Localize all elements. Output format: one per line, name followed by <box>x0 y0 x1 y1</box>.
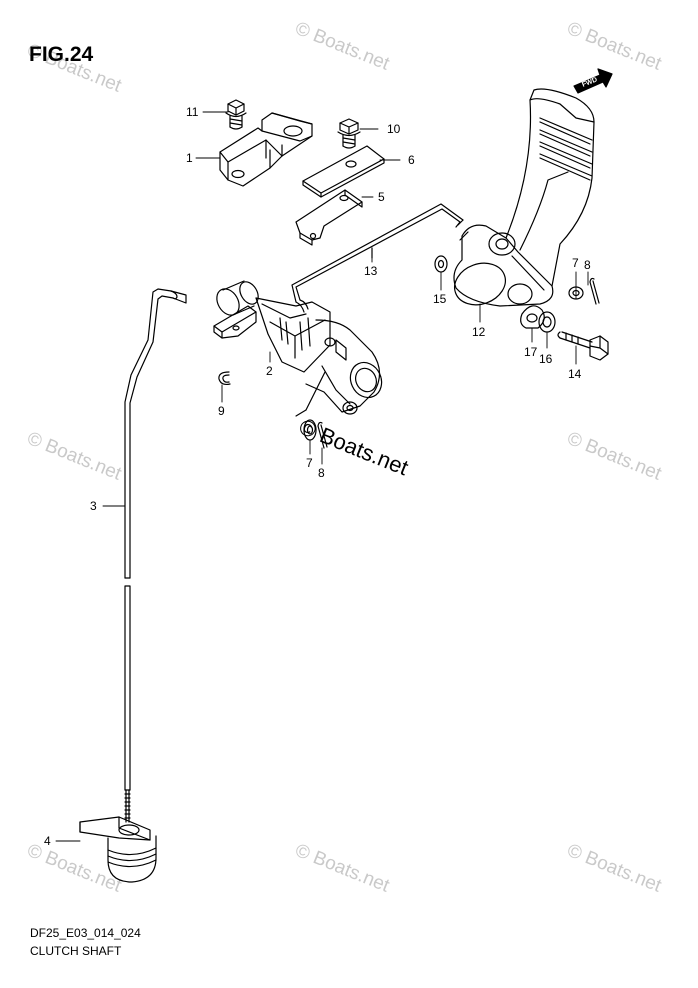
callout-16: 16 <box>539 352 553 366</box>
callout-5: 5 <box>378 190 385 204</box>
callout-13: 13 <box>364 264 378 278</box>
callout-15: 15 <box>433 292 447 306</box>
callout-17: 17 <box>524 345 538 359</box>
part-11-bolt <box>225 99 247 130</box>
part-5-lever <box>295 189 363 246</box>
part-1-bracket <box>219 112 313 187</box>
callout-3: 3 <box>90 499 97 513</box>
callout-6: 6 <box>408 153 415 167</box>
part-8-cotter-pin-lower <box>317 421 328 449</box>
callout-9: 9 <box>218 404 225 418</box>
part-3-clutch-rod <box>124 288 187 823</box>
callout-10: 10 <box>387 122 401 136</box>
leader-lines <box>55 111 589 842</box>
part-8-cotter-pin-upper <box>589 277 600 305</box>
figure-subtitle: CLUTCH SHAFT <box>30 944 122 958</box>
callout-8-upper: 8 <box>584 258 591 272</box>
callout-8-lower: 8 <box>318 466 325 480</box>
callout-7-lower: 7 <box>306 456 313 470</box>
callout-2: 2 <box>266 364 273 378</box>
callout-12: 12 <box>472 325 486 339</box>
callout-11: 11 <box>186 105 199 119</box>
part-15-washer <box>434 255 448 273</box>
callout-4: 4 <box>44 834 51 848</box>
part-6-plate <box>302 145 385 198</box>
callout-14: 14 <box>568 367 582 381</box>
part-9-circlip <box>218 371 231 386</box>
figure-title: FIG.24 <box>29 43 94 66</box>
part-10-bolt <box>337 118 361 149</box>
callout-1: 1 <box>186 151 193 165</box>
part-4-lower-lever <box>79 816 157 883</box>
fwd-arrow-icon <box>573 68 613 94</box>
figure-code: DF25_E03_014_024 <box>30 926 141 940</box>
part-12-clutch-lever <box>371 88 595 307</box>
part-16-washer <box>538 311 556 333</box>
part-2-shift-lever-assembly <box>213 280 383 417</box>
part-13-link-rod <box>291 203 464 313</box>
part-14-bolt <box>557 331 609 361</box>
callout-7-upper: 7 <box>572 256 579 270</box>
